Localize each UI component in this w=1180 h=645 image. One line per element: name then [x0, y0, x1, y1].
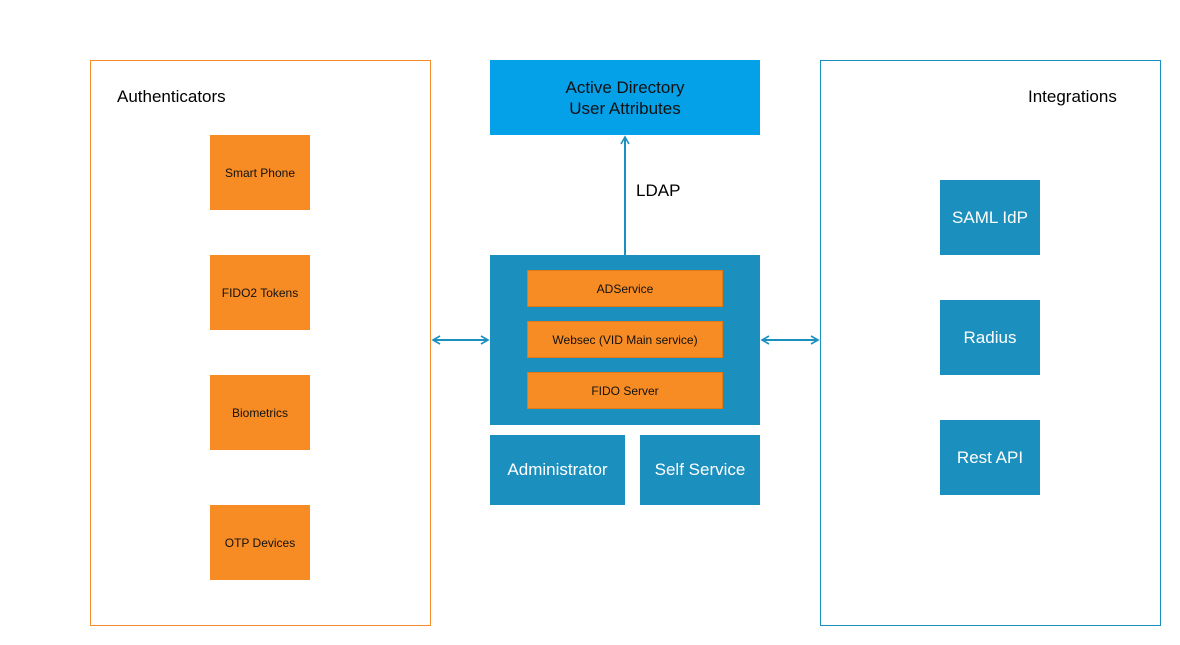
authenticator-fido2-tokens: FIDO2 Tokens [210, 255, 310, 330]
administrator-box: Administrator [490, 435, 625, 505]
active-directory-box: Active Directory User Attributes [490, 60, 760, 135]
authenticator-smart-phone: Smart Phone [210, 135, 310, 210]
integration-rest-api: Rest API [940, 420, 1040, 495]
authenticator-biometrics: Biometrics [210, 375, 310, 450]
service-fido-server: FIDO Server [527, 372, 723, 409]
authenticator-otp-devices: OTP Devices [210, 505, 310, 580]
integration-saml-idp: SAML IdP [940, 180, 1040, 255]
active-directory-title: Active Directory [565, 77, 685, 97]
service-adservice: ADService [527, 270, 723, 307]
integration-radius: Radius [940, 300, 1040, 375]
ldap-label: LDAP [636, 181, 681, 200]
authenticators-title: Authenticators [117, 87, 226, 106]
active-directory-subtitle: User Attributes [569, 98, 681, 118]
self-service-box: Self Service [640, 435, 760, 505]
integrations-title: Integrations [1028, 87, 1117, 106]
service-websec: Websec (VID Main service) [527, 321, 723, 358]
